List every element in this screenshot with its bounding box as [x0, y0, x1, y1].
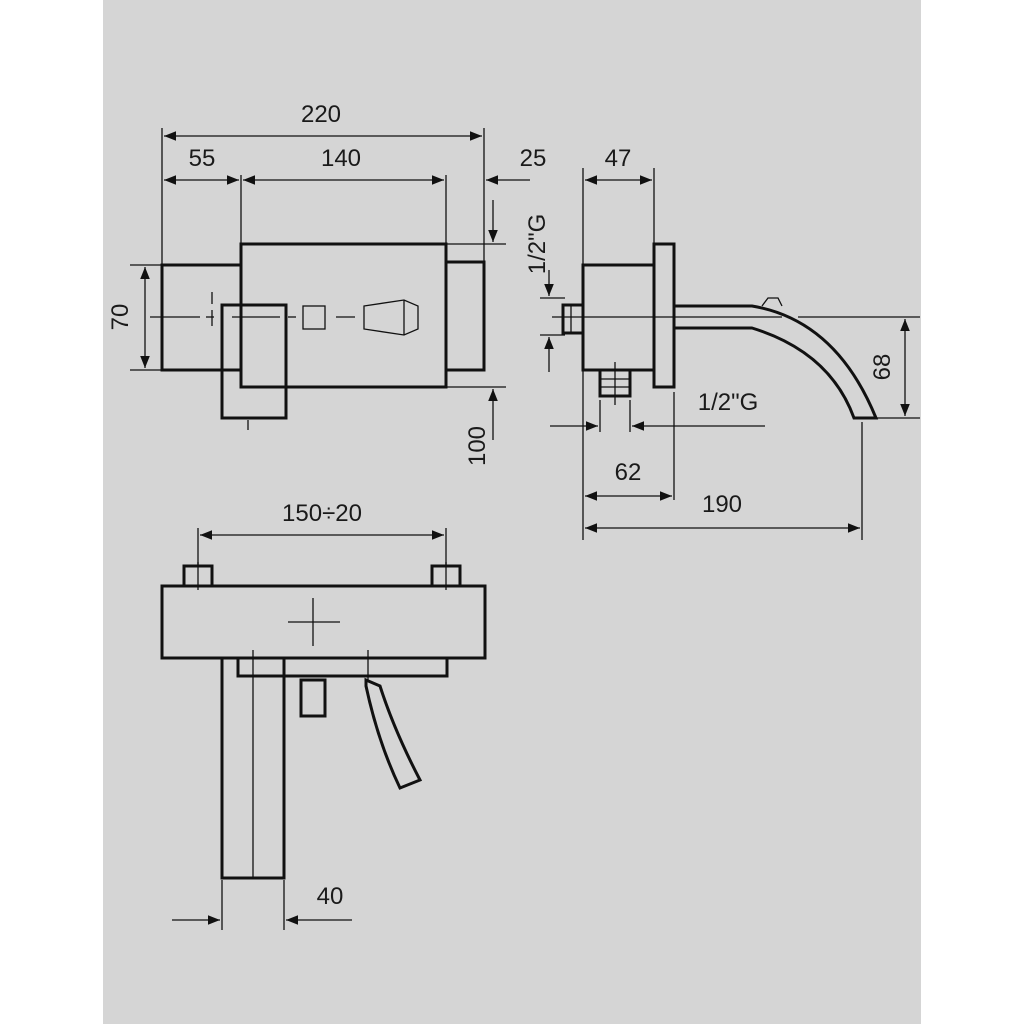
dim-front-right: 25 — [520, 145, 547, 172]
dim-side-thread-bottom: 1/2"G — [698, 389, 759, 416]
dim-side-62: 62 — [615, 459, 642, 486]
top-lower-band — [236, 656, 449, 678]
dim-side-top: 47 — [605, 145, 632, 172]
drawing-sheet — [103, 0, 921, 1024]
top-view — [160, 528, 487, 930]
top-small-knob — [299, 678, 327, 718]
front-handle — [220, 303, 288, 420]
side-spout — [672, 304, 879, 420]
dim-side-190: 190 — [702, 491, 742, 518]
top-spout — [364, 677, 423, 790]
dim-side-thread-top: 1/2"G — [524, 214, 551, 275]
front-view — [130, 128, 530, 440]
dim-front-mid: 140 — [321, 145, 361, 172]
side-wall-plate — [652, 242, 676, 389]
dim-top-span: 150÷20 — [282, 500, 362, 527]
dim-front-left: 55 — [189, 145, 216, 172]
front-small-square — [302, 305, 326, 330]
dim-top-40: 40 — [317, 883, 344, 910]
dim-front-below: 100 — [464, 426, 491, 466]
dim-side-height: 68 — [869, 354, 896, 381]
front-spout-outlet — [363, 299, 419, 336]
dim-front-height: 70 — [107, 304, 134, 331]
side-view — [540, 168, 920, 540]
front-right-cap — [444, 260, 486, 372]
side-inlet — [561, 303, 585, 335]
front-main-body — [239, 242, 448, 389]
dim-front-total: 220 — [301, 101, 341, 128]
